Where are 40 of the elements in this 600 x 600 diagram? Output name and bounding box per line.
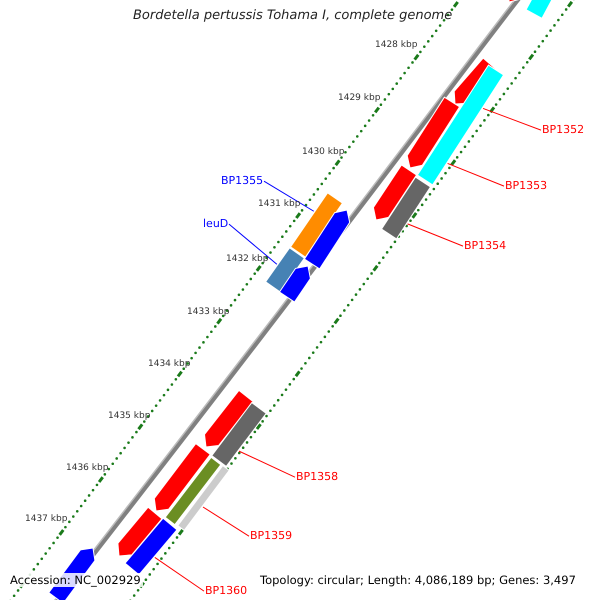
gene-bar [164,456,222,526]
leader-line [407,223,464,247]
gene-block [372,164,418,221]
tick-label: 1432 kbp [226,254,268,264]
gene-block [204,390,254,448]
gene-label: leuD [203,217,228,230]
gene-bar [416,64,504,186]
leader-line [264,180,314,212]
footer-text: Topology: circular; Length: 4,086,189 bp; Genes: 3,497 [258,573,578,587]
gene-block [406,96,460,169]
gene-label: BP1359 [250,529,292,542]
gene-bar [177,464,230,532]
gene-label: BP1355 [221,174,264,187]
tick-label: 1434 kbp [148,359,190,369]
gene-bar [211,402,267,468]
tick-label: 1435 kbp [108,411,150,421]
gene-label: BP1353 [505,179,548,192]
leader-line [202,506,250,537]
tick-label: 1433 kbp [187,307,230,317]
tick-label: 1429 kbp [338,93,380,103]
gene-label: BP1358 [296,470,338,483]
leader-line [238,450,296,478]
gene-block [117,506,163,557]
tick-label: 1431 kbp [258,199,300,209]
gene-block [278,265,311,303]
tick-label: 1430 kbp [302,147,344,157]
gene-bar [124,518,178,576]
gene-block [154,442,211,512]
footer-text: Accession: NC_002929 [8,573,143,587]
gene-bar [380,176,432,240]
tick-label: 1436 kbp [66,463,108,473]
tick-label: 1428 kbp [375,40,418,50]
gene-block [304,209,350,270]
title: Bordetella pertussis Tohama I, complete genome [133,8,452,23]
gene-label: BP1354 [464,239,506,252]
tick-label: 1437 kbp [25,514,68,524]
leader-line [228,224,278,265]
gene-label: BP1352 [542,123,584,136]
leader-line [447,162,504,187]
gene-label: BP1360 [205,584,248,597]
